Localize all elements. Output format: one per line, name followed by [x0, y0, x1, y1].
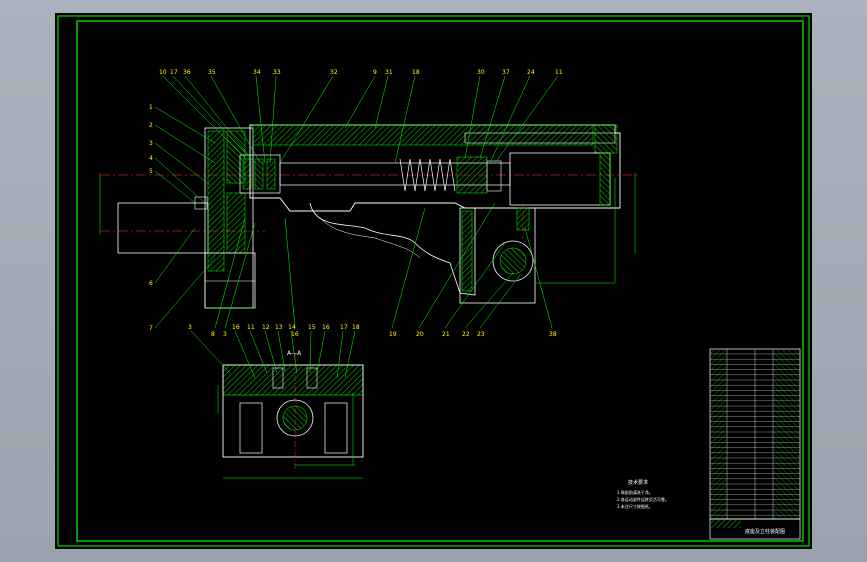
callout-bottom-7: 23 — [477, 331, 485, 338]
parts-list: 底座及立柱装配图 — [709, 348, 801, 540]
section-top-plate — [222, 364, 364, 396]
tech-req-line-3: 3.未注尺寸按图纸。 — [617, 503, 653, 509]
dimensions-main — [99, 173, 636, 309]
callout-top-8: 31 — [385, 69, 393, 76]
inner-border — [76, 20, 804, 542]
callout-bottom-6: 22 — [462, 331, 470, 338]
leaders-bottom — [214, 202, 553, 329]
drawing-sheet: 10 17 36 35 34 33 32 9 31 18 30 37 24 11… — [55, 13, 812, 549]
section-callouts: 3 16 11 12 13 14 15 16 17 18 — [188, 324, 360, 331]
slider-end — [599, 152, 611, 206]
section-callout-1: 16 — [232, 324, 240, 331]
nut-cap — [486, 160, 502, 192]
callout-left-6: 7 — [149, 325, 153, 332]
technical-requirements: 技术要求 1.装配前清洗干净。 2.各运动部件运转灵活可靠。 3.未注尺寸按图纸… — [617, 479, 669, 509]
section-callout-6: 15 — [308, 324, 316, 331]
worm-gear-inner — [499, 247, 527, 275]
support-wall — [461, 210, 473, 292]
cast-arm-inner — [319, 217, 421, 259]
section-label: A—A — [287, 350, 302, 357]
section-callout-4: 13 — [275, 324, 283, 331]
leaders-top — [162, 75, 559, 164]
drawing-canvas: 10 17 36 35 34 33 32 9 31 18 30 37 24 11… — [57, 15, 810, 547]
callout-top-3: 35 — [208, 69, 216, 76]
leaders-left — [154, 106, 216, 329]
section-body — [222, 364, 364, 458]
worm-gear-outer — [492, 240, 534, 282]
bearing-1 — [242, 158, 252, 190]
motor-body — [117, 202, 209, 254]
callout-bottom-4: 20 — [416, 331, 424, 338]
callout-top-7: 9 — [373, 69, 377, 76]
callout-bottom-5: 21 — [442, 331, 450, 338]
outer-border — [57, 15, 810, 547]
callout-left-4: 5 — [149, 168, 153, 175]
callout-top-12: 24 — [527, 69, 535, 76]
callout-top-13: 11 — [555, 69, 563, 76]
callout-bottom-1: 3 — [223, 331, 227, 338]
section-view-a-a: A—A — [188, 324, 364, 479]
compression-spring — [399, 158, 456, 192]
callout-top-4: 34 — [253, 69, 261, 76]
callout-left-5: 6 — [149, 280, 153, 287]
callout-top-9: 18 — [412, 69, 420, 76]
section-callout-5: 14 — [288, 324, 296, 331]
slider-body — [509, 152, 611, 206]
section-left-pocket — [239, 402, 263, 454]
housing-hatch-bottom — [226, 192, 246, 254]
section-bolt-1 — [272, 367, 284, 389]
tech-req-line-2: 2.各运动部件运转灵活可靠。 — [617, 496, 669, 502]
section-callout-0: 3 — [188, 324, 192, 331]
parts-col-fill-2 — [774, 350, 799, 518]
section-leaders — [190, 330, 356, 379]
bearing-3 — [266, 158, 276, 190]
section-right-pocket — [324, 402, 348, 454]
callout-top-11: 37 — [502, 69, 510, 76]
nut-block — [456, 156, 488, 194]
parts-col-fill-1 — [711, 350, 726, 518]
end-cap-hatch — [594, 124, 618, 154]
callout-bottom-2: 16 — [291, 331, 299, 338]
callout-left-0: 1 — [149, 104, 153, 111]
callout-top-2: 36 — [183, 69, 191, 76]
section-bolt-2 — [306, 367, 318, 389]
main-assembly-view — [99, 124, 640, 309]
callout-top-6: 32 — [330, 69, 338, 76]
drawing-title: 底座及立柱装配图 — [745, 528, 785, 535]
callout-top-0: 10 — [159, 69, 167, 76]
housing-hatch-top — [226, 130, 246, 184]
section-callout-3: 12 — [262, 324, 270, 331]
column-top-wall — [252, 124, 594, 146]
section-callout-9: 18 — [352, 324, 360, 331]
bearing-2 — [254, 158, 264, 190]
callout-bottom-8: 38 — [549, 331, 557, 338]
callout-left-2: 3 — [149, 140, 153, 147]
section-dimensions — [217, 385, 363, 479]
cast-arm — [309, 202, 476, 296]
section-callout-8: 17 — [340, 324, 348, 331]
callout-top-5: 33 — [273, 69, 281, 76]
tech-req-line-1: 1.装配前清洗干净。 — [617, 489, 653, 495]
title-block — [709, 518, 801, 540]
housing-hatch-left — [207, 130, 225, 272]
callout-top-10: 30 — [477, 69, 485, 76]
callout-top-1: 17 — [170, 69, 178, 76]
callout-bottom-0: 8 — [211, 331, 215, 338]
section-callout-7: 16 — [322, 324, 330, 331]
callout-labels: 10 17 36 35 34 33 32 9 31 18 30 37 24 11… — [149, 69, 563, 338]
callout-bottom-3: 19 — [389, 331, 397, 338]
vertical-support — [459, 207, 536, 304]
title-block-fill — [711, 520, 741, 528]
section-callout-2: 11 — [247, 324, 255, 331]
callout-left-3: 4 — [149, 155, 153, 162]
callout-left-1: 2 — [149, 122, 153, 129]
tech-req-title: 技术要求 — [628, 479, 648, 486]
